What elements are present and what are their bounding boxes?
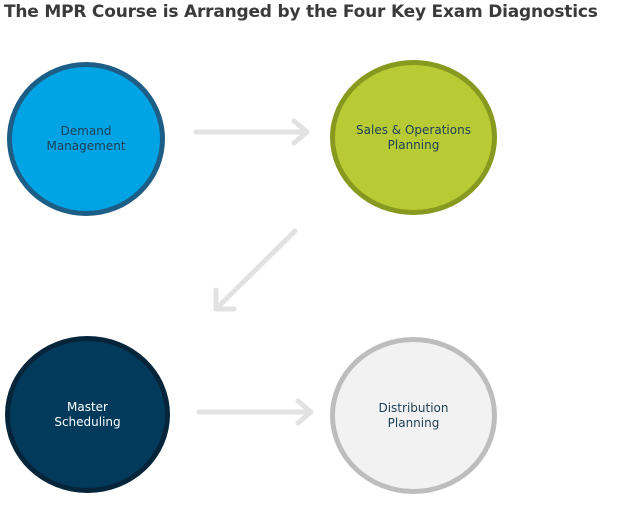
node-label-distribution-planning: Distribution Planning [378, 400, 449, 430]
node-label-master-scheduling: Master Scheduling [54, 399, 121, 429]
arrow-demand-to-sop [193, 118, 310, 146]
arrow-sop-to-master [213, 228, 298, 312]
node-label-sales-operations-planning: Sales & Operations Planning [356, 122, 471, 152]
node-sales-operations-planning: Sales & Operations Planning [330, 60, 497, 215]
node-distribution-planning: Distribution Planning [330, 337, 497, 494]
arrow-master-to-distribution [196, 398, 314, 426]
node-master-scheduling: Master Scheduling [5, 336, 170, 493]
node-demand-management: Demand Management [7, 62, 165, 216]
page-title: The MPR Course is Arranged by the Four K… [4, 2, 598, 22]
node-label-demand-management: Demand Management [46, 124, 126, 153]
